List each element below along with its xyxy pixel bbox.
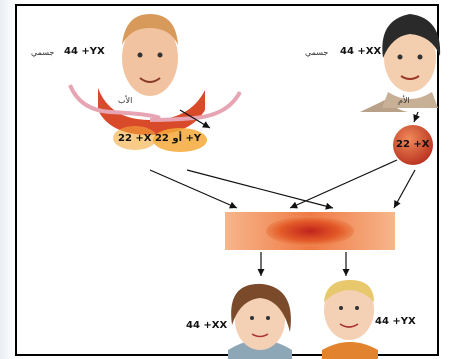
boy-karyotype-label: 44 +YX bbox=[375, 316, 416, 327]
father-somatic-word: جسمي bbox=[31, 48, 54, 57]
father-role-label: الأب bbox=[118, 96, 132, 105]
girl-figure bbox=[228, 284, 292, 359]
girl-karyotype-label: 44 +XX bbox=[186, 320, 227, 331]
mother-role-label: الأم bbox=[398, 96, 410, 105]
mother-karyotype-label: 44 +XX bbox=[340, 46, 381, 57]
zygote-cell bbox=[266, 216, 354, 246]
mother-somatic-word: جسمي bbox=[305, 48, 328, 57]
father-karyotype-label: 44 +YX bbox=[64, 46, 105, 57]
father-gametes-label: 22 +X أو 22 +Y bbox=[118, 133, 201, 144]
mother-gamete-label: 22 +X bbox=[396, 139, 430, 150]
boy-figure bbox=[322, 280, 378, 359]
